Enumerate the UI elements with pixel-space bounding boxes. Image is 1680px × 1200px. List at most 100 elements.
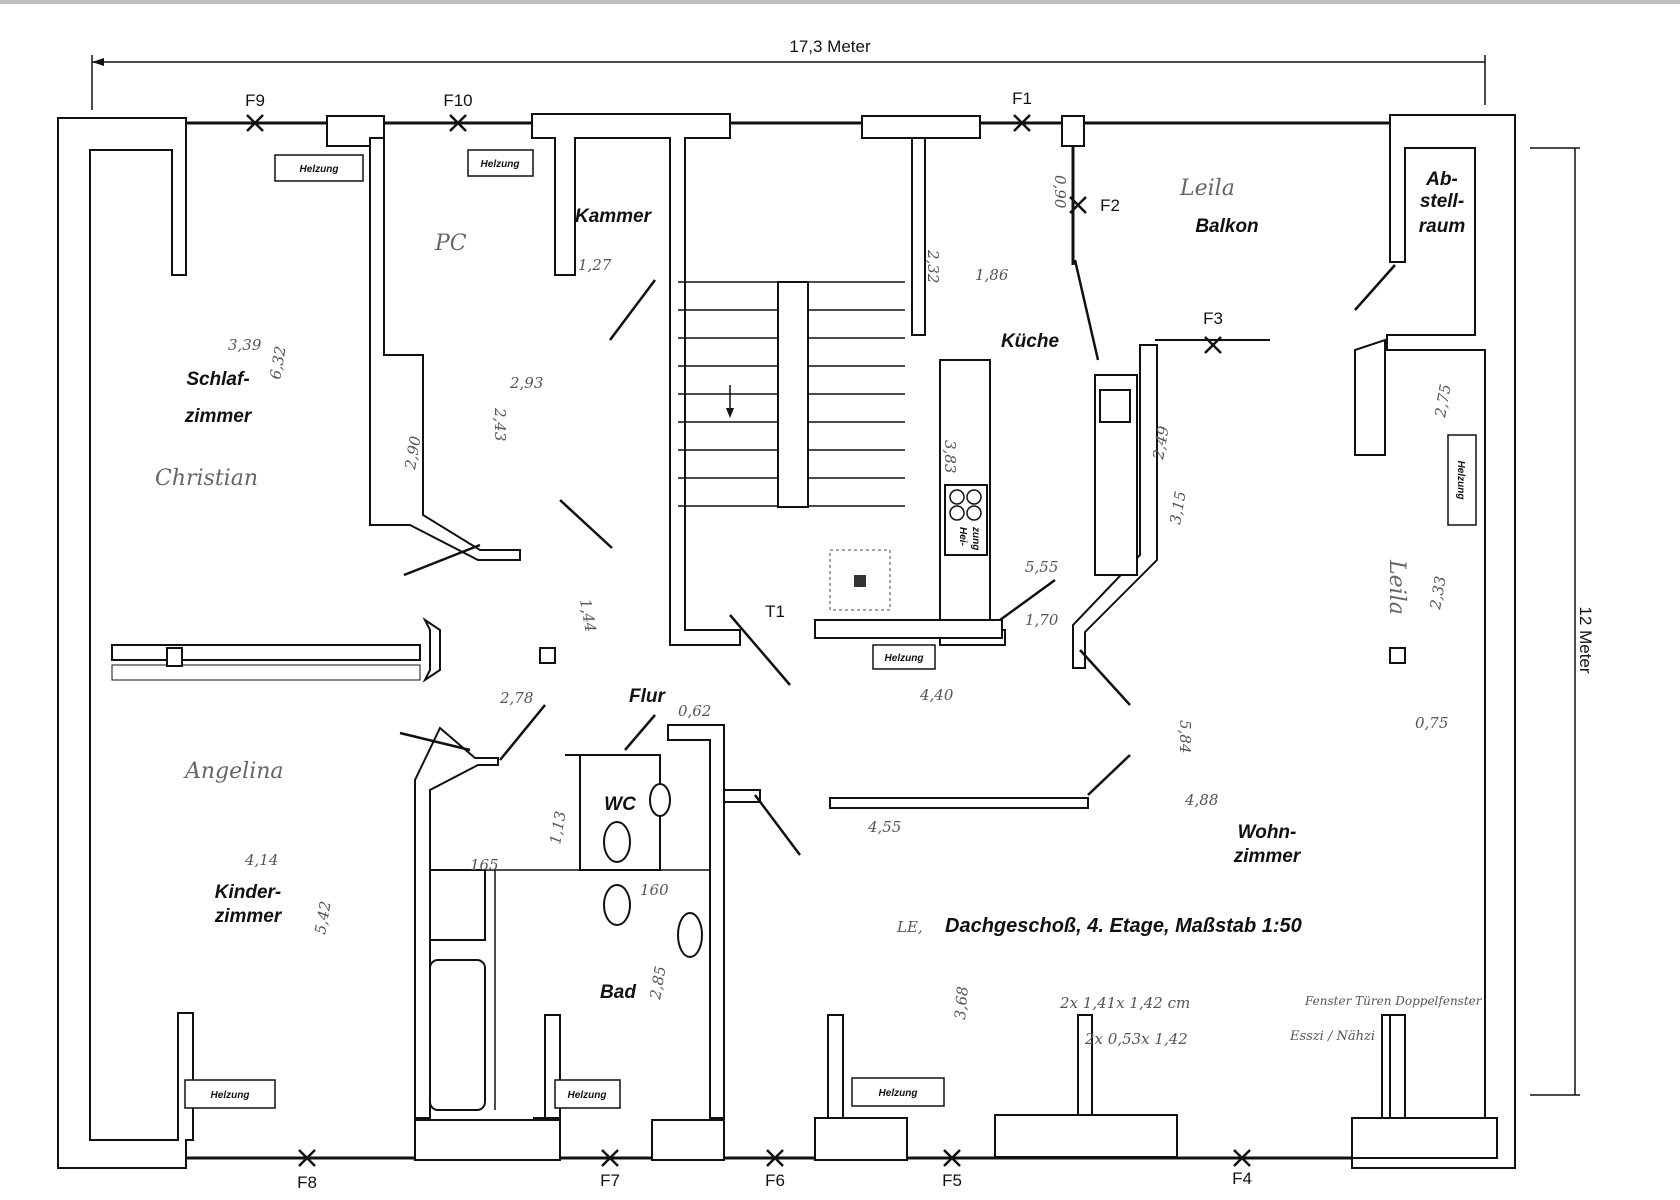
name-angelina: Angelina [183,759,284,784]
window-label: F2 [1100,196,1120,215]
room-kinderzimmer-1: Kinder- [215,882,282,903]
window-cross-icon [943,1149,961,1167]
heater: Helzung [1447,434,1477,526]
window-f10: F10 [443,91,473,132]
room-schlafzimmer-1: Schlaf- [186,369,249,390]
svg-text:2,85: 2,85 [646,965,670,1002]
svg-text:0,75: 0,75 [1415,714,1448,732]
svg-text:2,90: 2,90 [401,434,425,471]
window-label: F1 [1012,89,1032,108]
window-f9: F9 [245,91,265,132]
name-pc: PC [434,231,467,256]
svg-text:3,68: 3,68 [951,986,972,1021]
heaters: Helzung Helzung Helzung Helzung Helzung … [184,149,1477,1109]
room-abstellraum-2: stell- [1420,191,1464,212]
note-3: 2x 0,53x 1,42 [1084,1030,1188,1048]
interior-walls [111,137,1386,1119]
room-wc: WC [604,794,636,815]
height-dimension: 12 Meter [1530,147,1595,1096]
svg-text:2,33: 2,33 [1426,575,1450,612]
svg-text:5,42: 5,42 [311,900,335,936]
room-abstellraum-3: raum [1419,216,1466,237]
window-f2: F2 [1069,196,1120,215]
room-schlafzimmer-2: zimmer [184,406,253,427]
plan-title: Dachgeschoß, 4. Etage, Maßstab 1:50 [945,915,1302,937]
window-label: F8 [297,1173,317,1192]
heater: Helzung [274,154,364,182]
window-f3: F3 [1203,309,1223,354]
marker-t1: T1 [765,602,785,621]
room-balkon: Balkon [1195,216,1258,237]
svg-text:Helzung: Helzung [885,653,924,664]
window-label: F6 [765,1171,785,1190]
heater: Helzung [851,1077,945,1107]
room-abstellraum-1: Ab- [1425,169,1458,190]
room-labels: Kammer Balkon Ab- stell- raum Küche Schl… [184,169,1466,1003]
stove-heater-label-1: Hei- [957,527,968,547]
heater: Helzung [184,1079,276,1109]
name-christian: Christian [155,466,258,491]
svg-text:2,43: 2,43 [491,407,509,441]
room-kueche: Küche [1001,331,1060,352]
svg-text:165: 165 [470,856,499,874]
room-wohnzimmer-1: Wohn- [1238,822,1297,843]
svg-text:0,90: 0,90 [1051,175,1069,209]
window-cross-icon [1013,114,1031,132]
svg-text:5,84: 5,84 [1176,720,1194,753]
svg-text:Helzung: Helzung [879,1088,918,1099]
svg-text:5,55: 5,55 [1025,558,1058,576]
window-f1: F1 [1012,89,1032,132]
height-label: 12 Meter [1576,606,1595,673]
svg-text:2,93: 2,93 [509,374,543,392]
note-1: 2x 1,41x 1,42 cm [1059,994,1190,1012]
svg-text:1,86: 1,86 [975,266,1009,284]
room-flur: Flur [629,686,666,707]
window-cross-icon [601,1149,619,1167]
room-wohnzimmer-2: zimmer [1233,846,1302,867]
svg-text:2,78: 2,78 [499,689,533,707]
window-label: F4 [1232,1169,1252,1188]
window-cross-icon [298,1149,316,1167]
note-4: Esszi / Nähzi [1289,1029,1375,1044]
bath-fixtures [603,783,703,958]
window-f6: F6 [765,1149,785,1190]
window-label: F10 [443,91,472,110]
name-leila-balkon: Leila [1179,176,1235,201]
stove-heater-label-2: zung [970,526,981,550]
heater: Helzung [872,644,936,670]
svg-text:0,62: 0,62 [678,702,711,720]
room-kammer: Kammer [575,206,653,227]
room-bad: Bad [600,982,636,1003]
svg-text:Helzung: Helzung [568,1090,607,1101]
window-cross-icon [449,114,467,132]
window-f5: F5 [942,1149,962,1190]
svg-text:1,27: 1,27 [578,256,612,274]
svg-text:Helzung: Helzung [1455,461,1466,500]
name-leila-wohn: Leila [1384,559,1409,615]
doors [399,259,1406,856]
svg-text:1,44: 1,44 [576,598,600,634]
width-dimension: 17,3 Meter [91,37,1486,110]
svg-text:160: 160 [640,881,669,899]
window-f7: F7 [600,1149,620,1190]
svg-text:Helzung: Helzung [211,1090,250,1101]
window-cross-icon [766,1149,784,1167]
window-f4: F4 [1232,1149,1252,1188]
svg-text:2,49: 2,49 [1149,424,1173,461]
window-cross-icon [1204,336,1222,354]
svg-text:6,32: 6,32 [266,345,290,381]
stove: Hei- zung [944,484,988,556]
svg-text:4,40: 4,40 [919,686,954,704]
outer-walls [57,113,1516,1169]
handwritten-annotations: Leila Christian Angelina PC Leila 3,39 6… [155,175,1483,1048]
heater: Helzung [554,1079,621,1109]
width-label: 17,3 Meter [789,37,871,56]
svg-text:3,83: 3,83 [941,440,959,473]
window-cross-icon [246,114,264,132]
svg-text:4,14: 4,14 [244,851,278,869]
svg-text:Helzung: Helzung [481,159,520,170]
heater: Helzung [467,149,534,177]
window-label: F7 [600,1171,620,1190]
